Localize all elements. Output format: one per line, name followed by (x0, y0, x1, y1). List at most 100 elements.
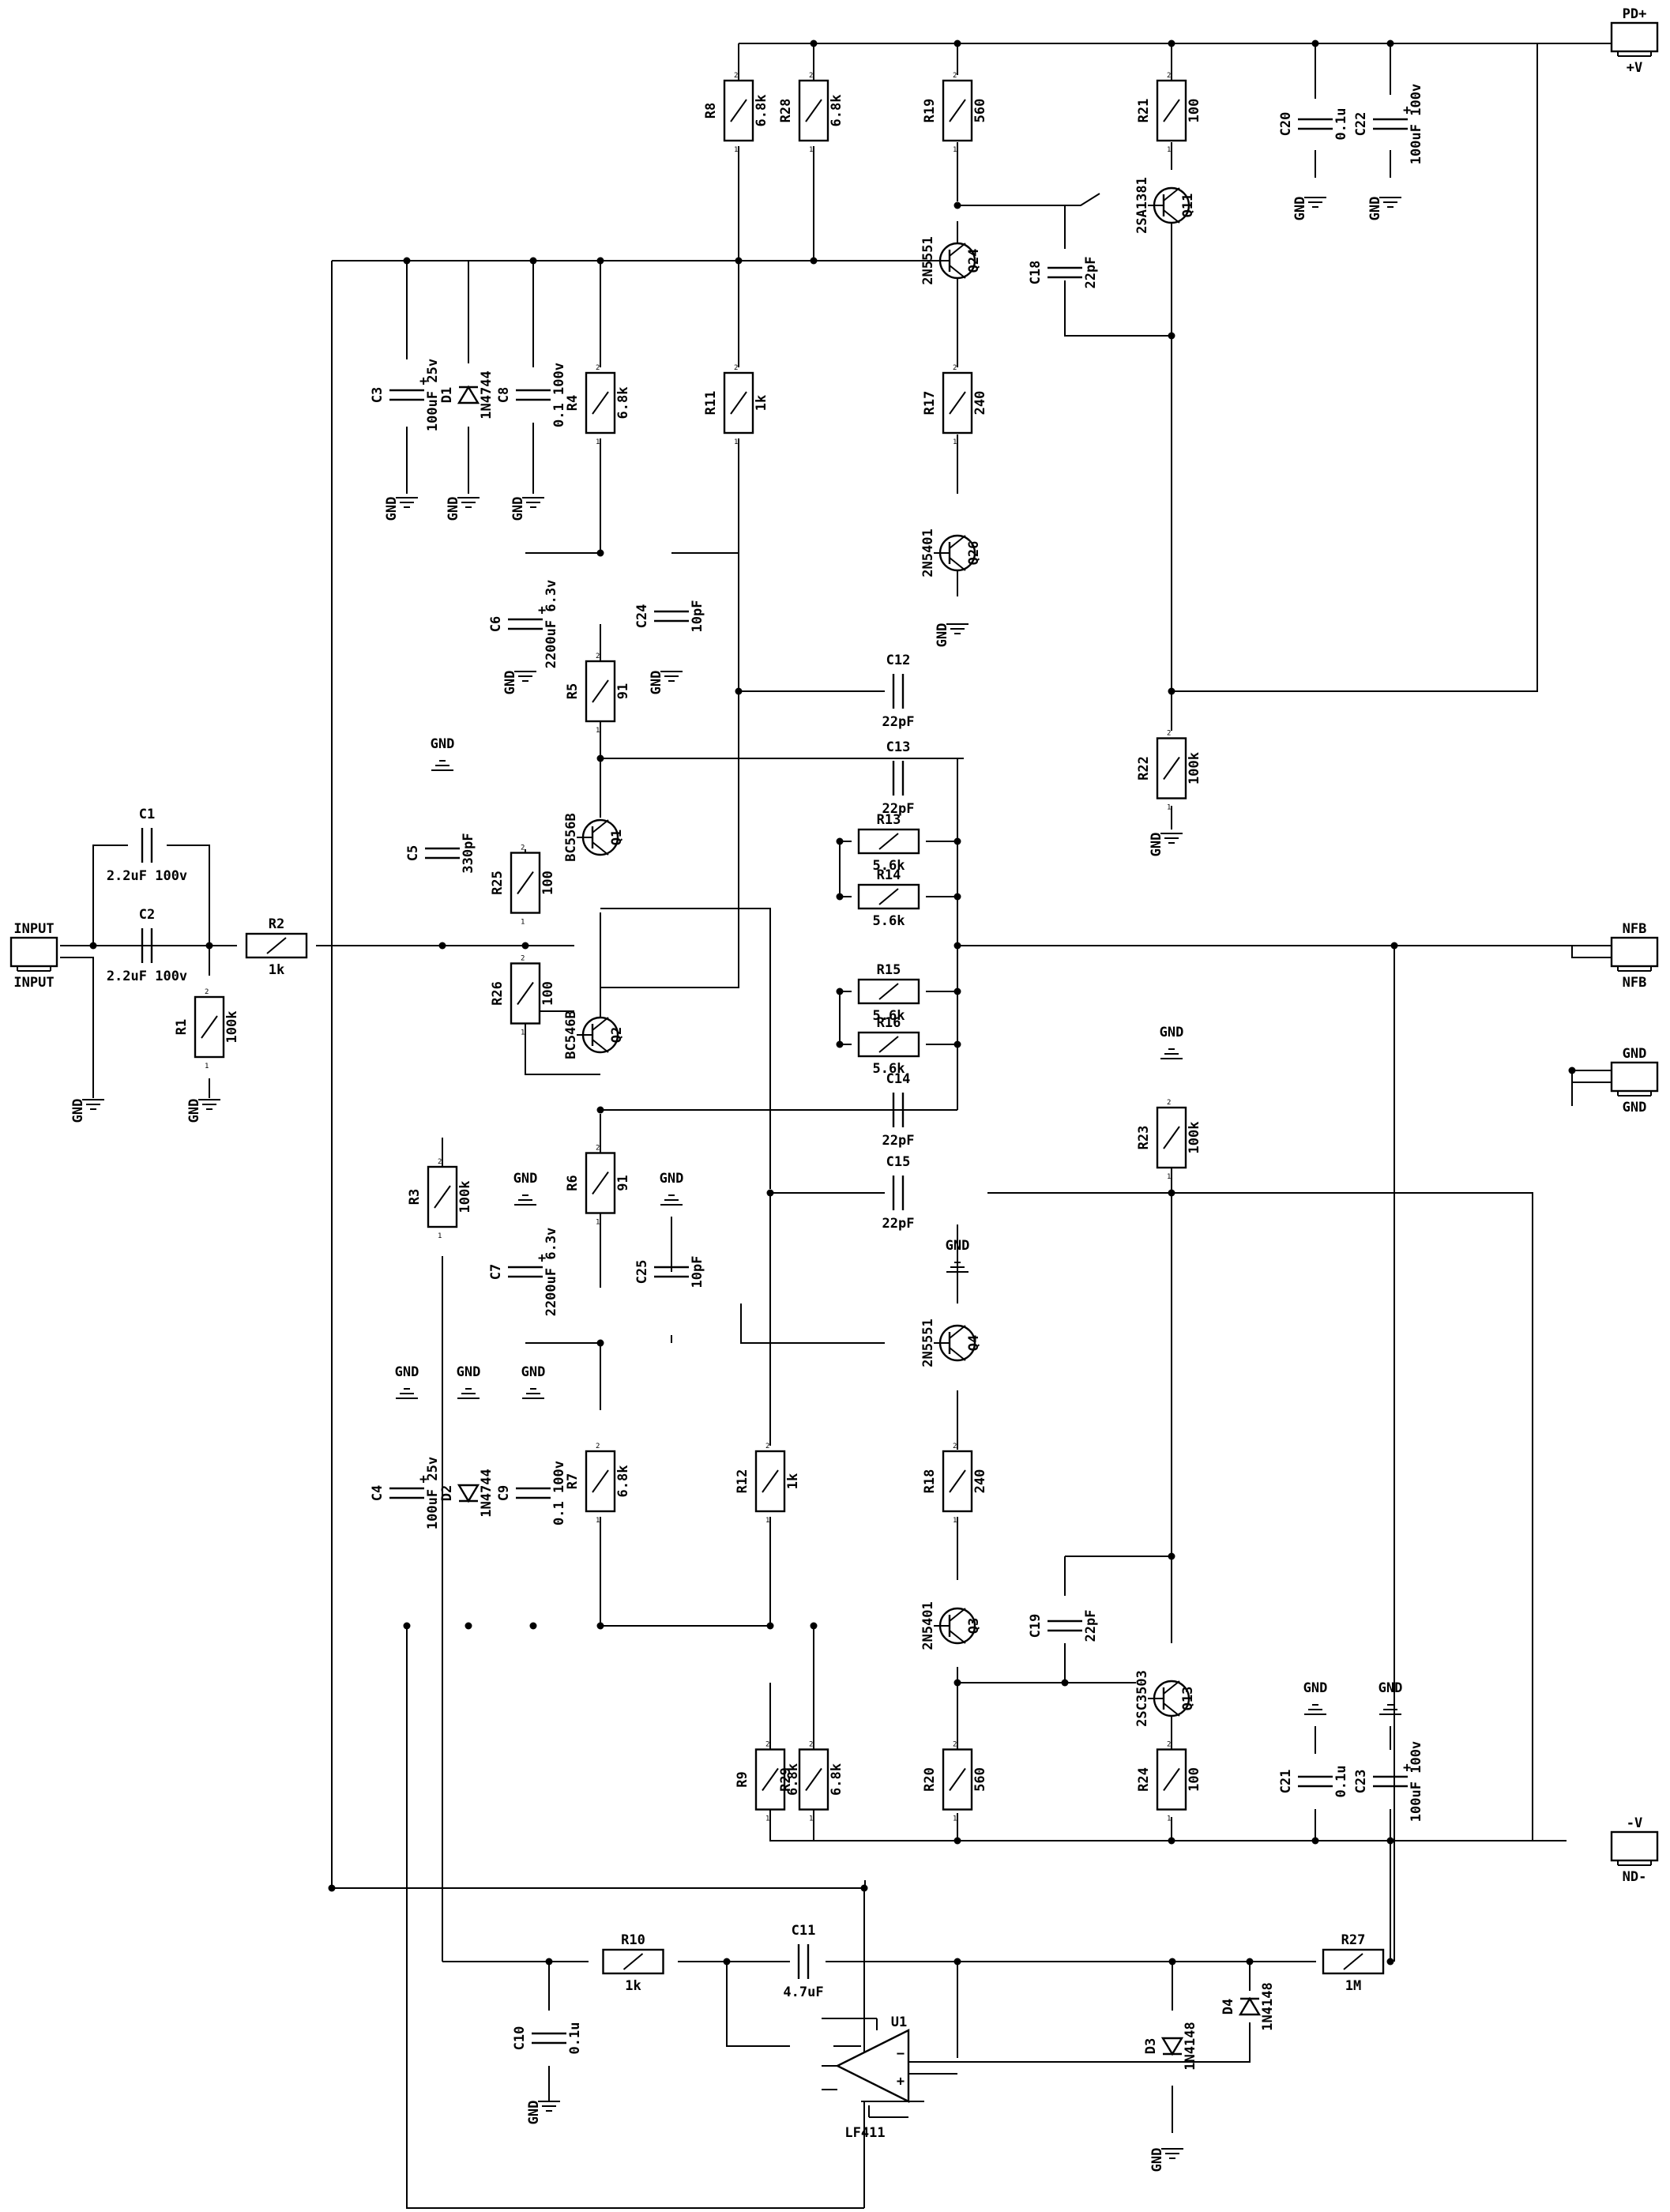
label: 2SA1381 (1134, 177, 1150, 234)
label: C15 (886, 1154, 911, 1170)
label: 1 (1167, 804, 1171, 812)
label: 1 (596, 727, 600, 735)
label: 1 (953, 1517, 957, 1525)
label: Q26 (966, 541, 982, 566)
label: 6.8k (829, 1763, 844, 1796)
label: 22pF (882, 1133, 915, 1149)
label: 2 (765, 1443, 769, 1450)
label: 1 (765, 1815, 769, 1823)
label: 2 (205, 988, 209, 996)
label: D3 (1143, 2038, 1159, 2054)
capacitor-c2: C22.2uF 100v (107, 907, 187, 984)
label: 2 (596, 1443, 600, 1450)
label: NFB (1623, 975, 1647, 991)
label: 100 (540, 871, 556, 895)
label: R23 (1136, 1126, 1152, 1150)
junction-dot (1390, 942, 1398, 950)
junction-dot (521, 942, 529, 950)
label: C11 (792, 1923, 816, 1939)
label: R4 (565, 395, 581, 411)
label: 22pF (882, 714, 915, 730)
label: R16 (877, 1015, 901, 1031)
label: 0.1 100v (551, 1461, 567, 1525)
junction-dot (1568, 1066, 1576, 1074)
label: 2 (438, 1158, 442, 1166)
ground-symbol: GND (526, 2101, 560, 2124)
label: GND (446, 497, 461, 521)
label: 0.1u (567, 2022, 583, 2055)
label: 240 (972, 391, 988, 416)
wire (600, 908, 771, 1189)
junction-dot (836, 1040, 844, 1048)
junction-dot (953, 988, 961, 995)
ground-symbol: GND (1379, 1680, 1402, 1715)
label: GND (1292, 197, 1308, 221)
label: -V (1627, 1815, 1642, 1831)
junction-dot (1311, 40, 1319, 47)
label: R20 (922, 1767, 938, 1792)
label: GND (1149, 833, 1164, 857)
label: 560 (972, 1767, 988, 1792)
label: + (419, 1472, 427, 1488)
label: 2200uF 6.3v (544, 1228, 559, 1317)
label: 10pF (690, 1256, 705, 1288)
label: 1 (596, 1517, 600, 1525)
junction-dot (860, 1884, 868, 1892)
label: C25 (634, 1260, 650, 1285)
wire (837, 758, 958, 946)
label: 2N5401 (920, 529, 936, 577)
junction-dot (596, 754, 604, 762)
label: R19 (922, 99, 938, 123)
label: 2 (953, 1741, 957, 1749)
wire (1172, 43, 1538, 692)
wire (671, 545, 739, 554)
label: Q1 (609, 830, 625, 845)
label: 1k (269, 962, 284, 978)
label: 2 (953, 364, 957, 372)
transistor-q26: Q26 2N5401 (920, 529, 982, 577)
label: 100k (457, 1181, 473, 1213)
label: GND (946, 1238, 970, 1254)
label: 2N5401 (920, 1601, 936, 1650)
label: 22pF (882, 1216, 915, 1232)
label: R5 (565, 683, 581, 699)
label: 1 (953, 438, 957, 446)
label: 100 (1187, 99, 1202, 123)
label: 2N5551 (920, 236, 936, 284)
label: 1N4744 (479, 371, 495, 419)
label: 22pF (1083, 1610, 1099, 1642)
junction-dot (1168, 687, 1175, 695)
label: 22pF (882, 801, 915, 817)
label: 5.6k (873, 913, 905, 929)
label: 1k (785, 1473, 801, 1489)
label: 5.6k (873, 1008, 905, 1024)
label: C5 (405, 845, 421, 861)
label: U1 (891, 2014, 907, 2030)
label: 1 (953, 146, 957, 154)
junction-dot (438, 942, 446, 950)
junction-dot (403, 257, 411, 265)
label: 2 (953, 72, 957, 80)
label: 100uF 100v (1409, 1741, 1424, 1822)
label: 5.6k (873, 858, 905, 874)
label: C2 (139, 907, 155, 923)
label: 1 (205, 1063, 209, 1070)
label: R17 (922, 391, 938, 416)
label: R8 (703, 103, 719, 118)
label: R6 (565, 1175, 581, 1191)
label: GND (510, 497, 526, 521)
label: 1 (1167, 146, 1171, 154)
ground-symbol: GND (502, 671, 536, 694)
junction-dot (735, 257, 743, 265)
